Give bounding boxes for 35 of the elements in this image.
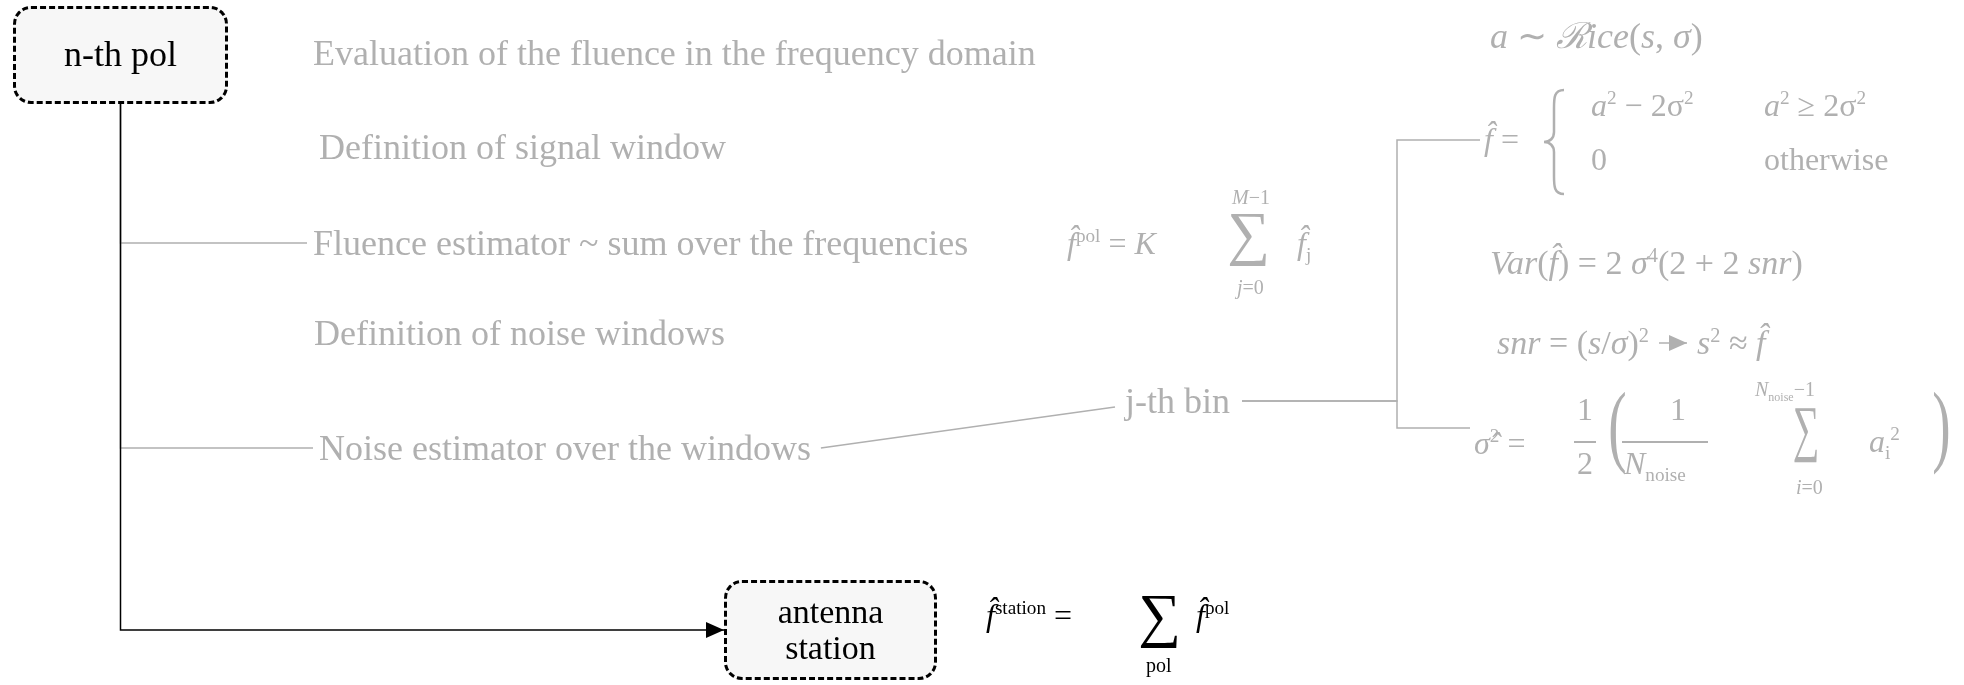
formula-part: 2 (1577, 446, 1593, 482)
connector-line (1241, 400, 1471, 429)
formula: Var(f̂) = 2 σ$^{4}$(2 + 2 snr) (1490, 244, 1803, 282)
formula-part: ( (1608, 374, 1627, 476)
formula-part: a$^{2}$ − 2σ$^{2}$ (1591, 88, 1694, 124)
formula-part: i=0 (1796, 476, 1823, 498)
formula: snr = (s/σ)$^{2}$ (1497, 324, 1649, 361)
step-label: Evaluation of the fluence in the frequency domain (313, 32, 1036, 74)
arrow (119, 103, 725, 638)
connector-line (820, 406, 1116, 449)
step-label: Definition of signal window (319, 126, 726, 168)
formula-part: f̂$^{station}$ = (986, 598, 1073, 634)
node-label: antenna station (776, 594, 885, 666)
step-label: Noise estimator over the windows (319, 428, 811, 468)
node-label: n-th pol (64, 36, 177, 74)
formula-part: pol (1146, 654, 1172, 676)
step-label: Definition of noise windows (314, 312, 725, 354)
formula-part: otherwise (1764, 142, 1889, 178)
formula-part: ∑ (1138, 582, 1181, 648)
step-label: Fluence estimator ~ sum over the frequencies (313, 223, 969, 263)
formula-part: f̂ = (1484, 122, 1519, 158)
formula-part: 1 (1670, 392, 1686, 428)
formula-part: j=0 (1237, 276, 1264, 298)
formula-part: 0 (1591, 142, 1607, 178)
arrow (1658, 335, 1688, 351)
formula-part: N$_{noise}$−1 (1755, 378, 1815, 400)
formula-part: f̂$^{pol}$ = K (1067, 226, 1156, 262)
formula-part: N$_{noise}$ (1624, 446, 1686, 482)
process-box (13, 6, 228, 104)
formula-part: f̂$^{pol}$ (1196, 598, 1230, 634)
step-label: j-th bin (1125, 381, 1230, 421)
formula-part: 1 (1577, 392, 1593, 428)
formula-part: ) (1932, 374, 1951, 476)
formula-part: a$^{2}$ ≥ 2σ$^{2}$ (1764, 88, 1866, 124)
formula: a ∼ ℛice(s, σ) (1490, 15, 1703, 58)
